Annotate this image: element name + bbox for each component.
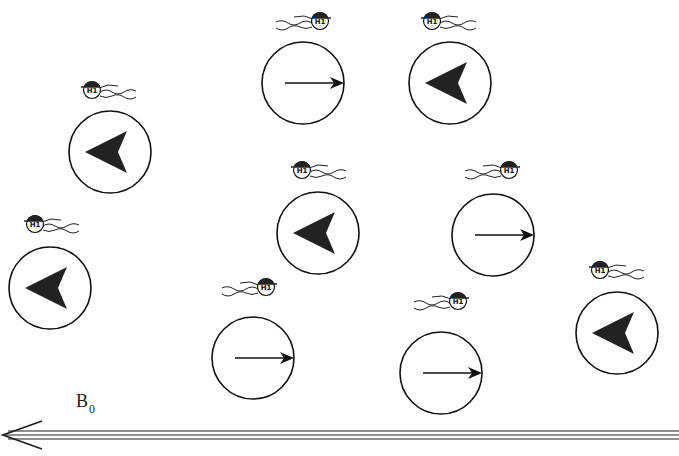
nucleus-label: H1 xyxy=(448,298,468,307)
nucleus-label: H1 xyxy=(292,167,312,176)
field-label: 0 xyxy=(89,402,95,417)
nucleus-label: H1 xyxy=(422,18,442,27)
nucleus-label: H1 xyxy=(310,18,330,27)
field-arrow xyxy=(3,421,679,449)
field-label: B xyxy=(76,391,88,412)
nucleus-label: H1 xyxy=(590,267,610,276)
nucleus-label: H1 xyxy=(82,87,102,96)
nucleus-label: H1 xyxy=(25,221,45,230)
proton-spin xyxy=(9,12,658,414)
nucleus-label: H1 xyxy=(499,167,519,176)
nucleus-label: H1 xyxy=(256,284,276,293)
